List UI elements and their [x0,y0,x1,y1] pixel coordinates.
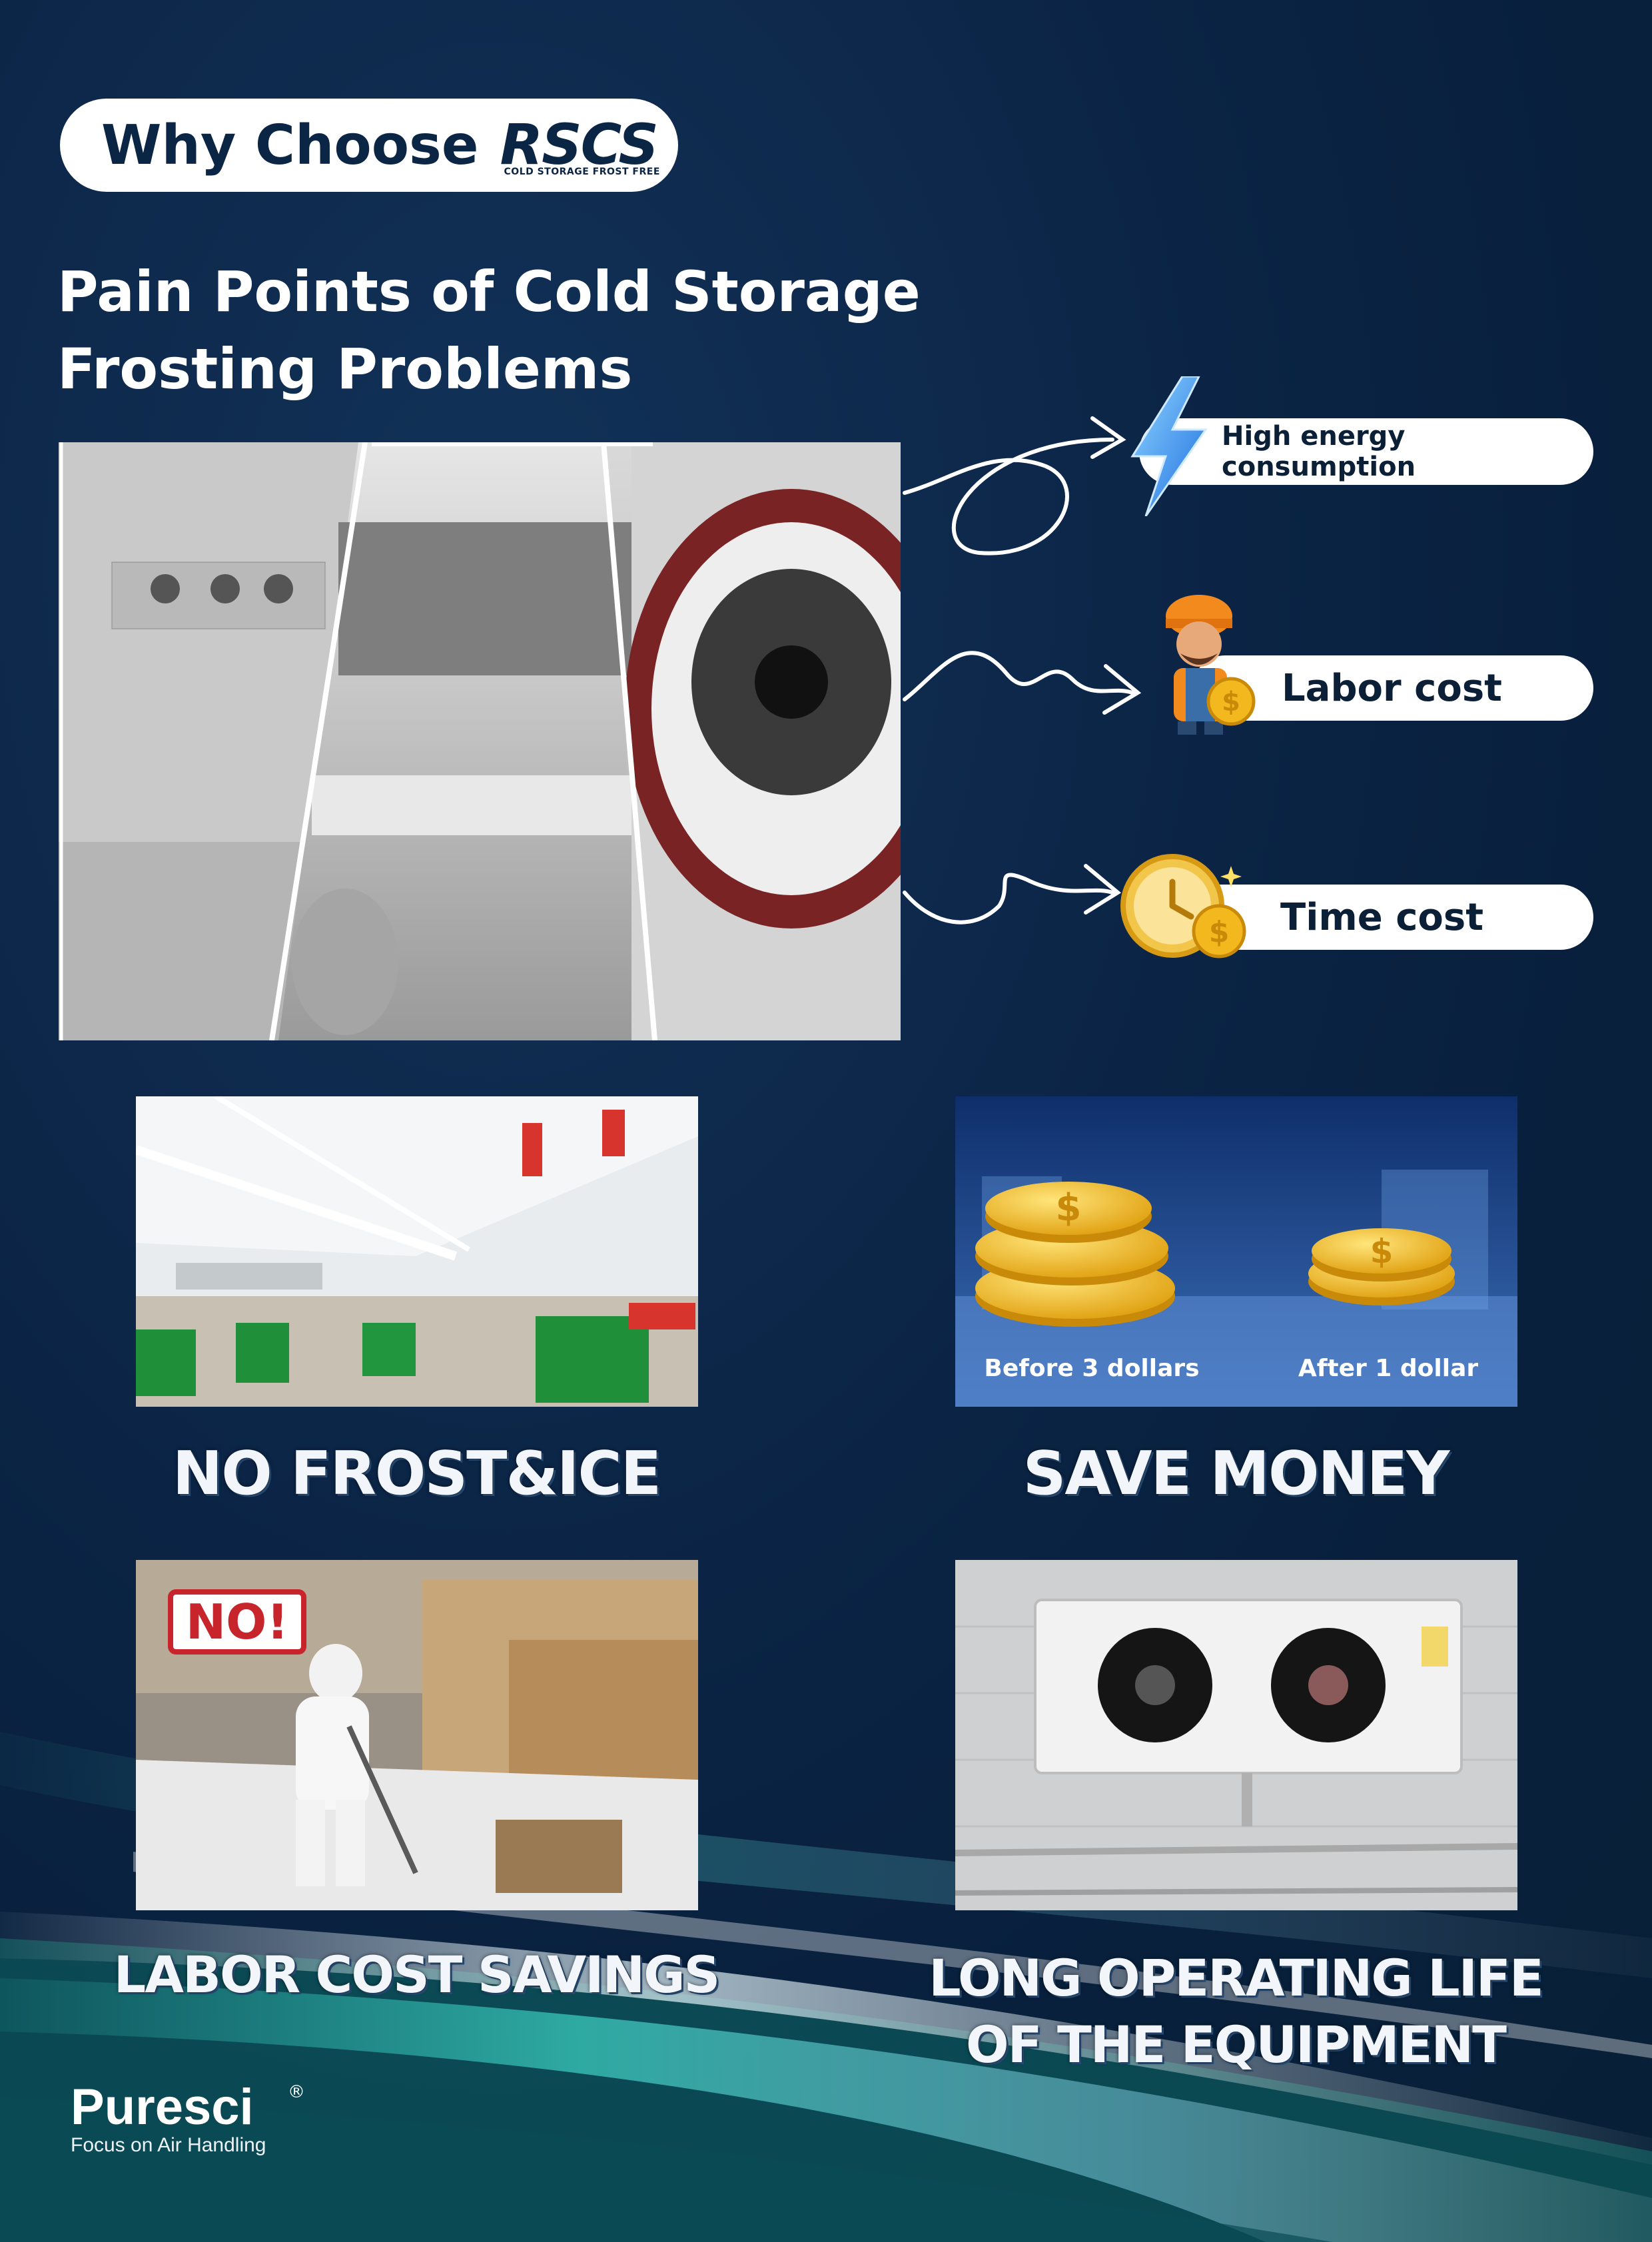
long-life-line1: LONG OPERATING LIFE [929,1948,1544,2008]
section-title-line2: Frosting Problems [57,336,633,402]
labor-savings-label: LABOR COST SAVINGS [113,1945,720,2004]
brand-name: Puresci [71,2079,254,2135]
why-choose-badge: Why Choose RSCS COLD STORAGE FROST FREE [60,99,678,192]
evaporator-unit-photo [955,1560,1517,1910]
brand-slogan: Focus on Air Handling [71,2134,266,2156]
no-badge-text: NO! [186,1594,288,1650]
rscs-logo: RSCS COLD STORAGE FROST FREE [497,112,670,179]
pain-point-labor-pill: Labor cost [1192,655,1593,721]
puresci-brand: Puresci ® Focus on Air Handling [71,2079,305,2157]
worker-coin-icon: $ [1166,595,1256,735]
rscs-logo-word: RSCS [500,112,658,177]
after-label: After 1 dollar [1298,1355,1478,1382]
section-title-line1: Pain Points of Cold Storage [57,259,921,324]
rscs-logo-tagline: COLD STORAGE FROST FREE [504,167,660,177]
pain-point-time-label: Time cost [1280,895,1483,939]
why-choose-text: Why Choose [101,113,479,177]
svg-text:$: $ [1209,915,1230,949]
clock-coin-icon: $ [1120,854,1246,958]
pain-point-energy-label: High energy consumption [1222,421,1416,482]
frosted-evaporator-collage [59,442,901,1040]
long-life-label: LONG OPERATING LIFE OF THE EQUIPMENT [899,1945,1572,2078]
pain-point-arrows [903,416,1142,925]
before-label: Before 3 dollars [984,1355,1199,1382]
clean-cold-storage-photo [136,1096,698,1407]
save-money-coins-image: $ $ Before 3 dollars After 1 dollar [955,1096,1517,1407]
worker-shoveling-ice-photo: NO! [136,1560,698,1910]
section-title: Pain Points of Cold Storage Frosting Pro… [57,253,1123,408]
no-frost-label: NO FROST&ICE [172,1439,661,1509]
light-streaks-background [0,1732,1652,2242]
svg-text:$: $ [1370,1232,1394,1271]
registered-mark: ® [288,2082,305,2102]
svg-text:$: $ [1222,687,1240,717]
svg-text:$: $ [1056,1186,1082,1230]
lightning-icon [1130,376,1208,516]
save-money-label: SAVE MONEY [1023,1439,1450,1509]
long-life-line2: OF THE EQUIPMENT [965,2015,1507,2074]
pain-point-energy-pill: High energy consumption [1139,418,1593,485]
pain-point-labor-label: Labor cost [1282,666,1502,710]
